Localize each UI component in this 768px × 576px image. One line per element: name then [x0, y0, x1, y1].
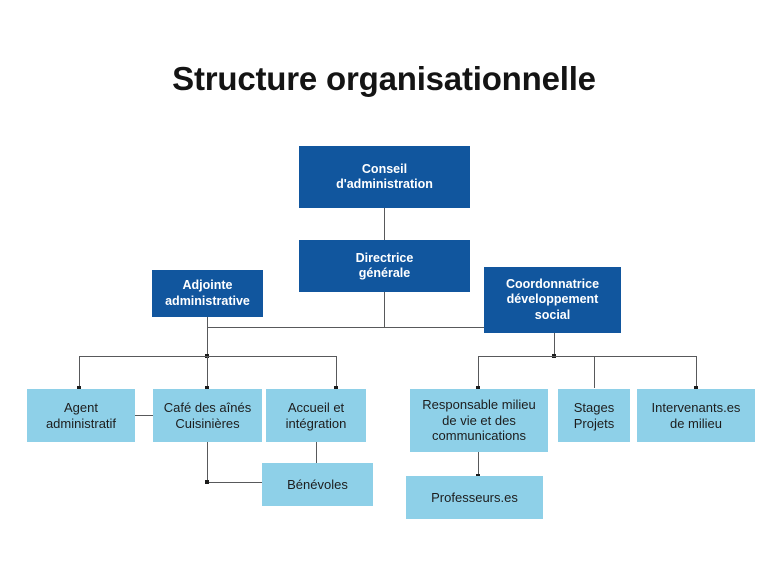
node-coordonnatrice-developpement-social[interactable]: Coordonnatrice développement social [484, 267, 621, 333]
node-cafe-des-aines-cuisinieres[interactable]: Café des aînés Cuisinières [153, 389, 262, 442]
node-directrice-generale[interactable]: Directrice générale [299, 240, 470, 292]
node-professeurs-es[interactable]: Professeurs.es [406, 476, 543, 519]
connector-adjointe-to-accueil [336, 356, 337, 388]
connector-level3-bar [207, 327, 555, 328]
page-title: Structure organisationnelle [172, 60, 596, 97]
connector-cafe-to-benevoles [207, 482, 262, 483]
connector-accueil-to-benevoles [316, 442, 317, 463]
connector-adjointe-down [207, 327, 208, 356]
connector-agent-cafe [135, 415, 153, 416]
node-adjointe-administrative[interactable]: Adjointe administrative [152, 270, 263, 317]
node-accueil-et-integration[interactable]: Accueil et intégration [266, 389, 366, 442]
connector-directrice-down [384, 292, 385, 327]
node-responsable-milieu-de-vie[interactable]: Responsable milieu de vie et des communi… [410, 389, 548, 452]
connector-adjointe-to-agent [79, 356, 80, 388]
connector-dot-accueil [334, 386, 338, 390]
node-agent-administratif[interactable]: Agent administratif [27, 389, 135, 442]
connector-dot-responsable [476, 386, 480, 390]
node-conseil-administration[interactable]: Conseil d'administration [299, 146, 470, 208]
connector-coordonnatrice-bar [478, 356, 696, 357]
connector-cafe-down [207, 442, 208, 482]
connector-coord-to-responsable [478, 356, 479, 388]
node-benevoles[interactable]: Bénévoles [262, 463, 373, 506]
connector-coordonnatrice-down [554, 333, 555, 356]
connector-dot-cafe-benevoles [205, 480, 209, 484]
connector-to-adjointe [207, 317, 208, 328]
connector-coord-to-intervenants [696, 356, 697, 388]
connector-conseil-directrice [384, 208, 385, 240]
connector-coord-to-stages [594, 356, 595, 388]
connector-responsable-to-professeurs [478, 452, 479, 476]
connector-dot-agent [77, 386, 81, 390]
connector-dot-cafe [205, 386, 209, 390]
connector-adjointe-to-cafe [207, 356, 208, 388]
node-intervenants-es-de-milieu[interactable]: Intervenants.es de milieu [637, 389, 755, 442]
node-stages-projets[interactable]: Stages Projets [558, 389, 630, 442]
connector-dot-intervenants [694, 386, 698, 390]
